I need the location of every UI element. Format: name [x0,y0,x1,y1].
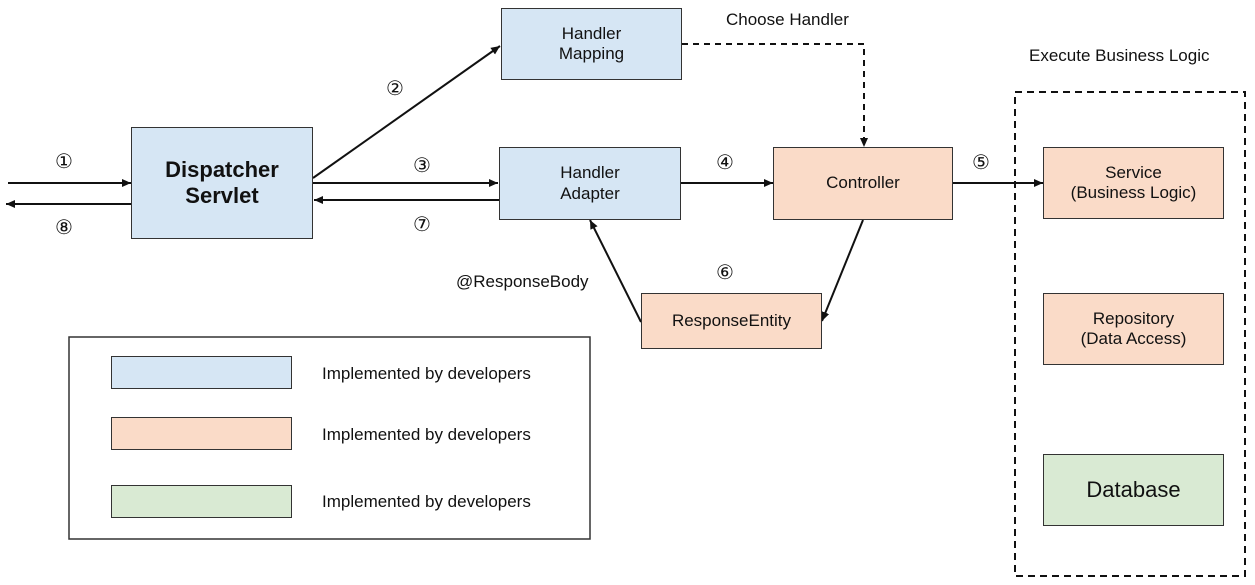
arrow-to-adapter-response-body [589,219,642,323]
dispatcher-servlet-node: Dispatcher Servlet [131,127,313,239]
database-node: Database [1043,454,1224,526]
execute-business-logic-label: Execute Business Logic [1029,46,1210,65]
arrow-to-handler-mapping [312,45,501,179]
handler-adapter-node: Handler Adapter [499,147,681,220]
step-8-label: ⑧ [55,217,73,239]
step-5-label: ⑤ [972,152,990,174]
step-2-label: ② [386,78,404,100]
service-label: Service (Business Logic) [1070,162,1197,202]
choose-handler-label: Choose Handler [726,10,849,29]
legend-swatch-green [111,485,292,518]
response-entity-node: ResponseEntity [641,293,822,349]
repository-node: Repository (Data Access) [1043,293,1224,365]
repository-label: Repository (Data Access) [1080,308,1187,348]
step-7-label: ⑦ [413,214,431,236]
handler-mapping-node: Handler Mapping [501,8,682,80]
step-6-label: ⑥ [716,262,734,284]
handler-adapter-label: Handler Adapter [560,163,620,203]
controller-node: Controller [773,147,953,220]
step-4-label: ④ [716,152,734,174]
step-3-label: ③ [413,155,431,177]
legend-frame [68,336,591,540]
legend-label-3: Implemented by developers [322,492,531,511]
response-body-label: @ResponseBody [456,272,589,291]
controller-label: Controller [826,173,900,193]
arrow-to-response-entity [821,219,864,322]
legend-label-1: Implemented by developers [322,364,531,383]
legend-swatch-blue [111,356,292,389]
service-node: Service (Business Logic) [1043,147,1224,219]
response-entity-label: ResponseEntity [671,310,792,330]
legend-label-2: Implemented by developers [322,425,531,444]
arrow-choose-handler [682,43,868,147]
dispatcher-servlet-label: Dispatcher Servlet [165,156,279,208]
database-label: Database [1086,476,1181,502]
business-logic-boundary [1014,91,1246,577]
step-1-label: ① [55,151,73,173]
legend-swatch-orange [111,417,292,450]
handler-mapping-label: Handler Mapping [558,23,625,63]
